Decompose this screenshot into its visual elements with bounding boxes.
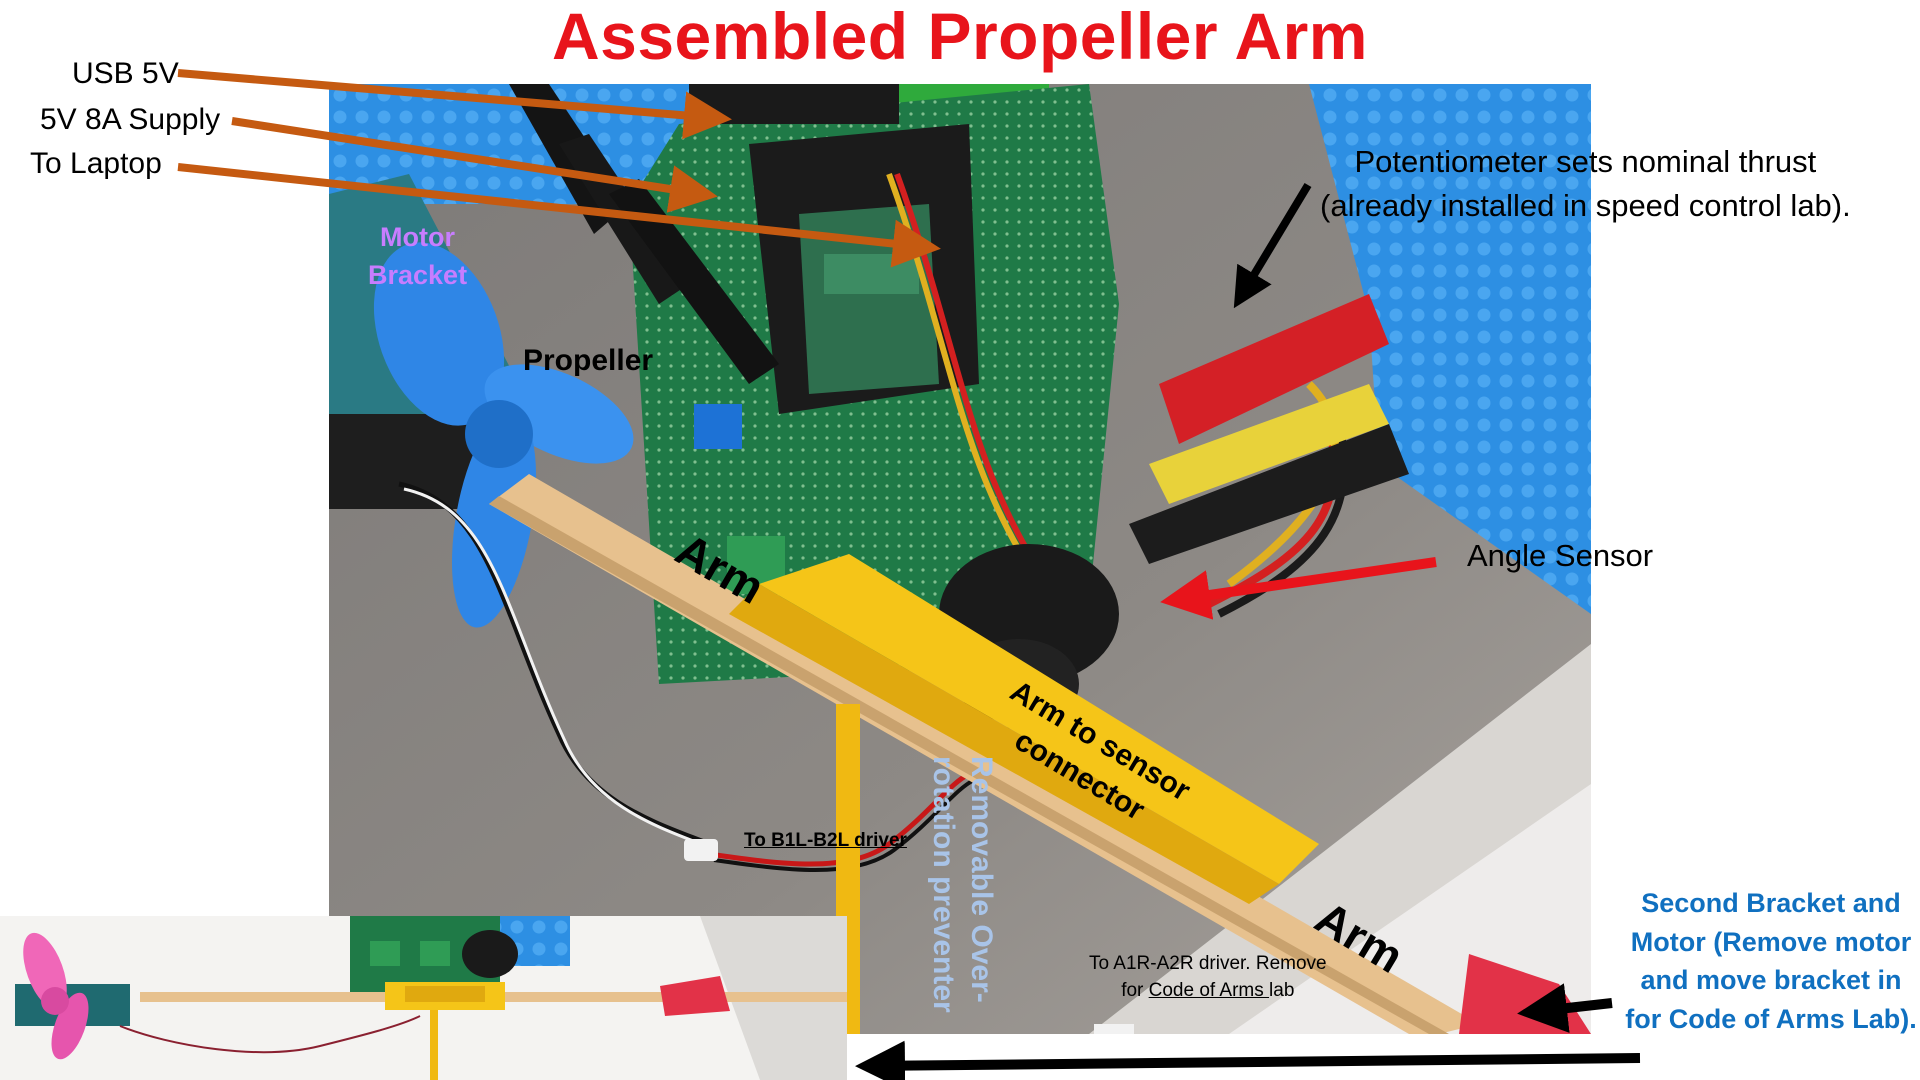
- second-bracket-label: Second Bracket and Motor (Remove motor a…: [1625, 888, 1917, 1034]
- page-title: Assembled Propeller Arm: [551, 0, 1368, 73]
- removable-preventer-label: Removable Over- rotation preventer: [927, 756, 998, 1013]
- angle-sensor-label: Angle Sensor: [1467, 538, 1654, 573]
- a-driver-label: To A1R-A2R driver. Remove for Code of Ar…: [1089, 953, 1327, 1001]
- main-photo: [329, 84, 1591, 1034]
- potentiometer-label: Potentiometer sets nominal thrust (alrea…: [1320, 144, 1851, 223]
- laptop-label: To Laptop: [30, 147, 162, 180]
- motor-bracket-label: Motor Bracket: [368, 222, 468, 290]
- usb-label: USB 5V: [72, 57, 179, 90]
- arrow-inset-icon: [855, 1040, 1641, 1080]
- propeller-label: Propeller: [523, 344, 654, 377]
- inset-photo: [0, 916, 847, 1080]
- supply-label: 5V 8A Supply: [40, 103, 221, 136]
- b-driver-label: To B1L-B2L driver: [744, 830, 907, 851]
